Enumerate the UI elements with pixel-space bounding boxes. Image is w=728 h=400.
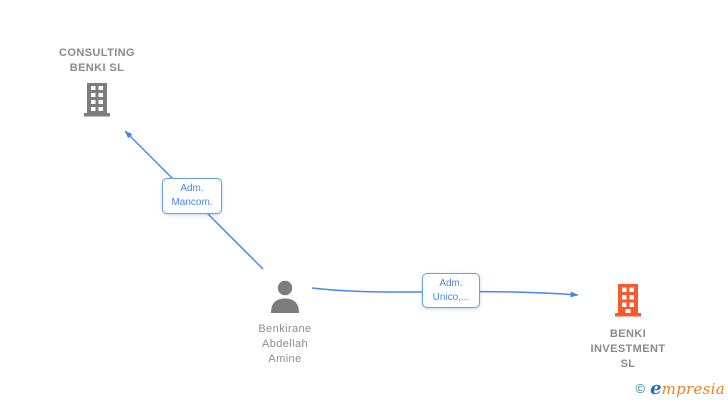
node-investment-label-line2: INVESTMENT xyxy=(590,343,666,355)
edge-label-adm-mancom-line2: Mancom. xyxy=(171,197,213,208)
empresia-watermark[interactable]: © empresia xyxy=(636,378,725,399)
node-consulting-label-line2: BENKI SL xyxy=(69,62,125,74)
node-person-label[interactable]: Benkirane Abdellah Amine xyxy=(215,322,355,367)
person-icon[interactable] xyxy=(267,280,303,318)
node-benkirane-abdellah-amine: Benkirane Abdellah Amine xyxy=(215,280,355,367)
edge-label-adm-mancom[interactable]: Adm. Mancom. xyxy=(162,178,222,214)
edge-label-adm-unico-line2: Unico,... xyxy=(432,291,470,303)
node-person-label-line1: Benkirane xyxy=(258,323,312,335)
node-investment-label-line3: SL xyxy=(620,358,636,370)
edge-label-adm-mancom-line1: Adm. xyxy=(180,183,204,194)
edge-label-adm-unico[interactable]: Adm. Unico,... xyxy=(422,273,480,308)
building-icon[interactable] xyxy=(83,83,111,122)
building-icon[interactable] xyxy=(612,284,644,322)
node-consulting-label[interactable]: CONSULTING BENKI SL xyxy=(27,46,167,76)
node-consulting-label-line1: CONSULTING xyxy=(59,47,135,59)
node-benki-investment-sl: BENKI INVESTMENT SL xyxy=(558,284,698,372)
node-consulting-benki-sl: CONSULTING BENKI SL xyxy=(27,46,167,122)
node-investment-label-line1: BENKI xyxy=(609,328,647,340)
node-person-label-line3: Amine xyxy=(268,353,302,365)
edge-label-adm-unico-line1: Adm. xyxy=(439,277,463,289)
node-person-label-line2: Abdellah xyxy=(261,338,308,350)
watermark-brand-initial: e xyxy=(650,378,662,399)
copyright-icon: © xyxy=(635,381,646,396)
node-investment-label[interactable]: BENKI INVESTMENT SL xyxy=(558,327,698,372)
watermark-brand-rest: mpresia xyxy=(661,380,725,398)
